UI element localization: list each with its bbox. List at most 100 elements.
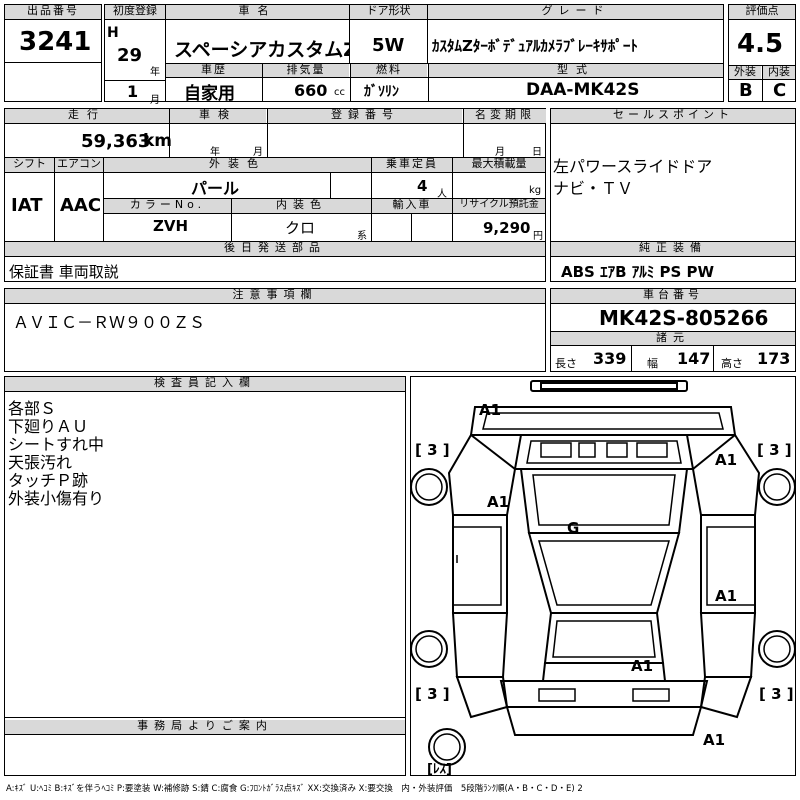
color-no-label: カラーNo. [104, 199, 231, 213]
score-box: 評価点 4.5 外装 内装 B C [728, 4, 796, 102]
inspector-line-4: 天張汚れ [8, 453, 73, 472]
damage-mark-right-fender: A1 [715, 451, 737, 469]
shift-label: シフト [5, 158, 54, 172]
car-diagram: A1 A1 A1 G A1 A1 A1 [ 3 ] [ 3 ] [ 3 ] [ … [411, 380, 795, 775]
inspector-label: 検査員記入欄 [5, 377, 405, 391]
mileage-value: 59,363 [81, 131, 151, 152]
equipment-label: 純正装備 [551, 242, 795, 256]
height-value: 173 [757, 349, 791, 368]
load-label: 最大積載量 [453, 158, 545, 172]
inspection-label: 車検 [170, 109, 266, 123]
era-letter: H [107, 25, 119, 41]
door-box: ドア形状 5W [350, 4, 428, 64]
damage-mark-rear-bumper: A1 [703, 731, 725, 749]
capacity-value: 4 [417, 177, 428, 195]
inspector-line-1: 各部Ｓ [8, 399, 57, 418]
door-label: ドア形状 [350, 5, 427, 19]
interior-value: C [773, 80, 787, 101]
name-change-label: 名変期限 [464, 109, 546, 123]
capacity-label: 乗車定員 [372, 158, 452, 172]
damage-mark-front-bumper: A1 [479, 401, 501, 419]
sales-point-line-1: 左パワースライドドア [553, 157, 713, 176]
sales-point-label: セールスポイント [551, 109, 795, 123]
car-diagram-box: A1 A1 A1 G A1 A1 A1 [ 3 ] [ 3 ] [ 3 ] [ … [410, 376, 796, 776]
sales-point-box: セールスポイント 左パワースライドドア ナビ・ＴＶ 純正装備 ABS ｴｱB ｱ… [550, 108, 796, 282]
load-unit: kg [529, 185, 542, 196]
spec-row: 車歴 排気量 燃料 型式 自家用 660 cc ｶﾞｿﾘﾝ DAA-MK42S [166, 63, 724, 104]
ext-color-label: 外装色 [104, 158, 371, 172]
recycle-label: リサイクル預託金 [453, 199, 545, 213]
length-value: 339 [593, 349, 627, 368]
tire-tread-rear-left: [ 3 ] [415, 685, 450, 703]
chassis-value: MK42S-805266 [599, 306, 769, 330]
damage-mark-windshield: G [567, 519, 579, 537]
grade-label: グレード [428, 5, 723, 19]
first-reg-label: 初度登録 [105, 5, 165, 19]
width-label: 幅 [647, 357, 658, 370]
year-unit: 年 [150, 67, 160, 78]
tire-tread-rear-right: [ 3 ] [759, 685, 794, 703]
model-label: 型式 [429, 64, 723, 77]
length-label: 長さ [555, 357, 577, 370]
import-label: 輸入車 [372, 199, 452, 213]
name-change-day-unit: 日 [532, 147, 542, 158]
score-label: 評価点 [729, 5, 795, 19]
notes-label: 注意事項欄 [5, 289, 545, 303]
displacement-unit: cc [334, 87, 345, 98]
inspector-line-6: 外装小傷有り [8, 489, 105, 508]
first-reg-year: 29 [117, 45, 143, 66]
name-change-month-unit: 月 [495, 147, 505, 158]
car-name-label: 車名 [166, 5, 349, 19]
notes-box: 注意事項欄 ＡＶＩＣ－ＲＷ９００ＺＳ [4, 288, 546, 372]
displacement-value: 660 [294, 81, 328, 100]
chassis-box: 車台番号 MK42S-805266 諸元 長さ 339 幅 147 高さ 173 [550, 288, 796, 372]
int-color-unit: 系 [357, 231, 367, 242]
lot-label: 出品番号 [5, 5, 101, 19]
office-label: 事務局よりご案内 [5, 720, 405, 734]
int-color-label: 内装色 [232, 199, 371, 213]
later-parts-label: 後日発送部品 [5, 242, 545, 256]
shift-value: IAT [11, 195, 43, 216]
office-box: 事務局よりご案内 [4, 718, 406, 776]
recycle-unit: 円 [533, 231, 543, 242]
interior-label: 内装 [763, 66, 795, 79]
damage-mark-rear-hatch: A1 [631, 657, 653, 675]
inspector-box: 検査員記入欄 各部Ｓ 下廻りＡＵ シートすれ中 天張汚れ タッチＰ跡 外装小傷有… [4, 376, 406, 718]
exterior-label: 外装 [729, 66, 761, 79]
width-value: 147 [677, 349, 711, 368]
chassis-label: 車台番号 [551, 289, 795, 303]
tire-tread-front-right: [ 3 ] [757, 441, 792, 459]
damage-mark-right-rear: A1 [715, 587, 737, 605]
displacement-label: 排気量 [263, 64, 349, 77]
score-value: 4.5 [737, 29, 784, 59]
detail-block: 走行 車検 登録番号 名変期限 59,363 km 年 月 月 日 シフト エア… [4, 108, 546, 282]
damage-mark-left-door: A1 [487, 493, 509, 511]
grade-value: ｶｽﾀﾑZﾀｰﾎﾞﾃﾞｭｱﾙｶﾒﾗﾌﾞﾚｰｷｻﾎﾟｰﾄ [432, 37, 638, 55]
spare-tire-mark: [ﾚｽ] [427, 762, 452, 775]
inspector-line-5: タッチＰ跡 [8, 471, 89, 490]
legend-text: A:ｷｽﾞ U:ﾍｺﾐ B:ｷｽﾞを伴うﾍｺﾐ P:要塗装 W:補修跡 S:錆 … [6, 784, 583, 794]
grade-box: グレード ｶｽﾀﾑZﾀｰﾎﾞﾃﾞｭｱﾙｶﾒﾗﾌﾞﾚｰｷｻﾎﾟｰﾄ [428, 4, 724, 64]
sales-point-line-2: ナビ・ＴＶ [553, 179, 634, 198]
door-value: 5W [372, 35, 405, 56]
inspector-line-2: 下廻りＡＵ [8, 417, 89, 436]
exterior-value: B [739, 80, 753, 101]
lot-box: 出品番号 3241 [4, 4, 102, 102]
capacity-unit: 人 [437, 189, 447, 200]
aircon-label: エアコン [55, 157, 103, 172]
model-value: DAA-MK42S [526, 80, 640, 100]
mileage-unit: km [143, 131, 173, 151]
inspection-month-unit: 月 [253, 147, 263, 158]
inspection-year-unit: 年 [210, 147, 220, 158]
month-unit: 月 [150, 95, 160, 106]
height-label: 高さ [721, 357, 743, 370]
int-color-value: クロ [285, 219, 316, 237]
recycle-value: 9,290 [483, 219, 531, 237]
mileage-label: 走行 [5, 109, 169, 123]
first-reg-box: 初度登録 H 29 年 1 月 [104, 4, 166, 106]
color-no-value: ZVH [153, 217, 189, 235]
first-reg-month: 1 [127, 82, 139, 101]
aircon-value: AAC [60, 195, 102, 216]
history-value: 自家用 [184, 84, 235, 104]
later-parts-value: 保証書 車両取説 [9, 263, 119, 281]
